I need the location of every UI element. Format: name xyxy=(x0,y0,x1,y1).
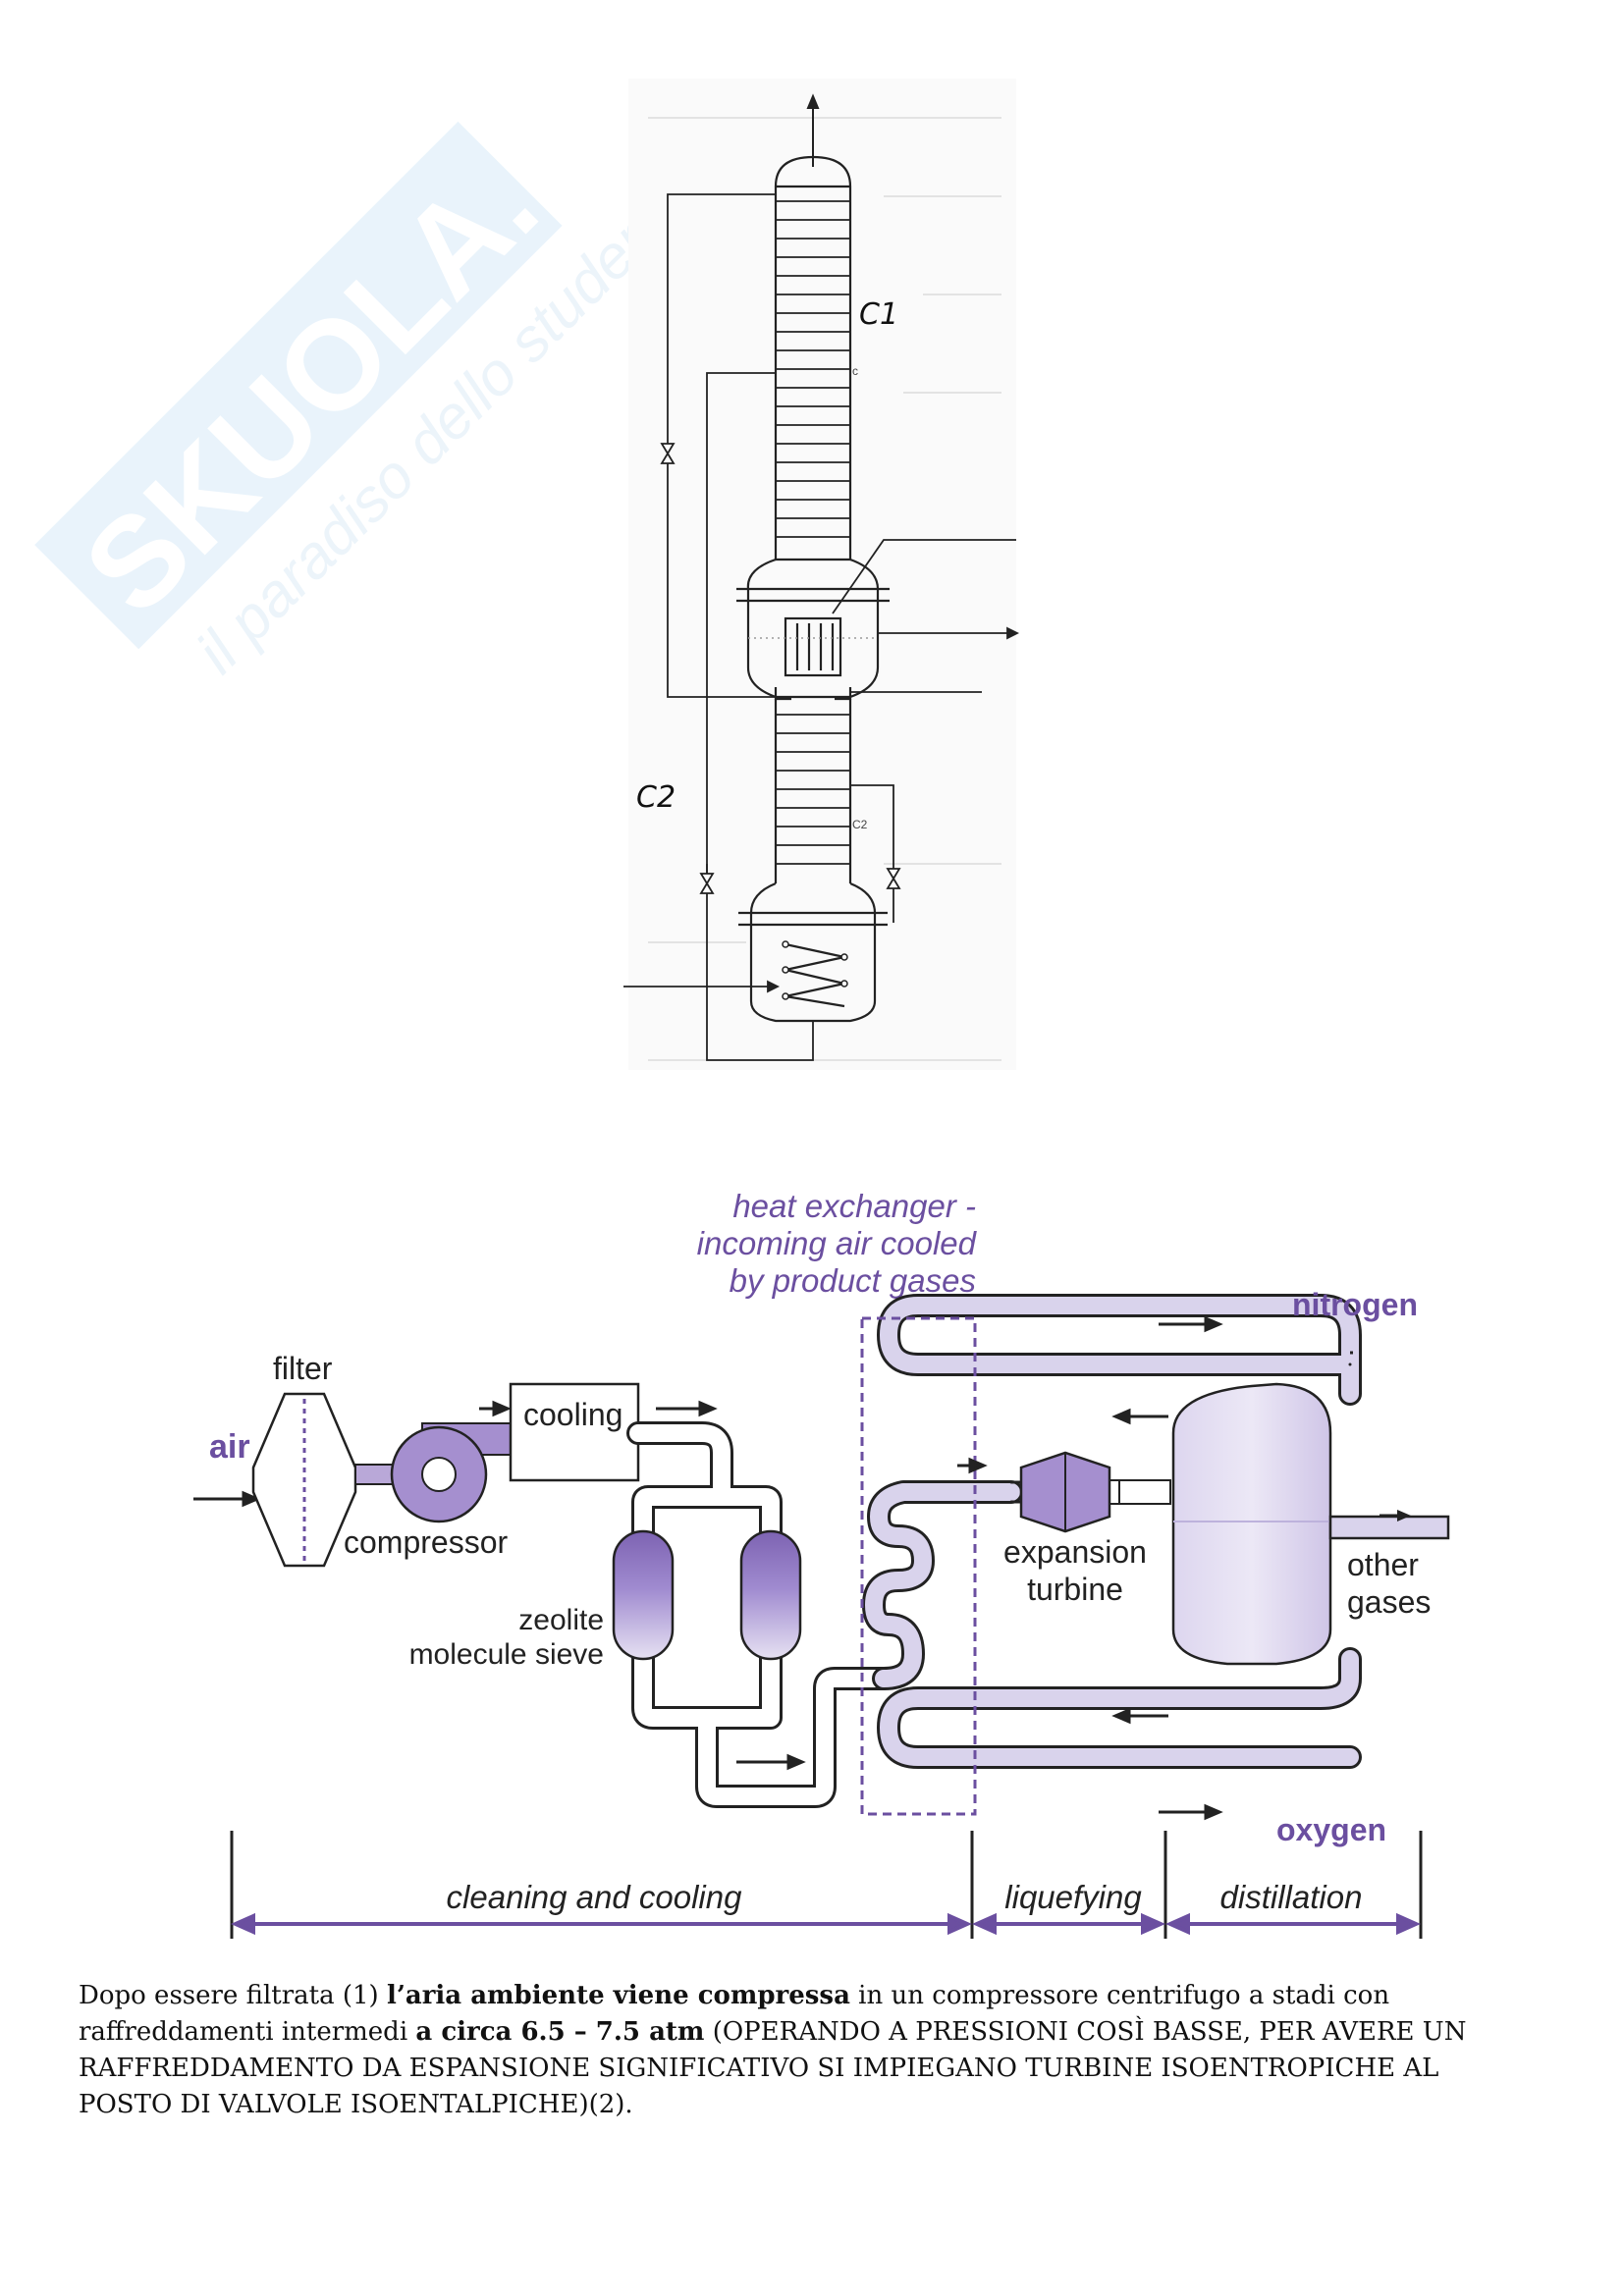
expansion-turbine xyxy=(1019,1451,1171,1533)
label-c-small: c xyxy=(852,364,858,378)
air-inlet-arrow xyxy=(193,1490,261,1508)
para-text-1: Dopo essere filtrata (1) xyxy=(79,1981,387,2010)
para-bold-1: l’aria ambiente viene compressa xyxy=(386,1981,850,2010)
compressor-label: compressor xyxy=(344,1524,509,1560)
distillation-vessel xyxy=(1171,1382,1332,1666)
zeolite-sieve-left xyxy=(612,1529,675,1661)
nitrogen-return-arrow xyxy=(1111,1408,1168,1425)
distillation-column-figure: C1 C2 c C2 xyxy=(623,79,1020,1070)
stage-distillation: distillation xyxy=(1220,1879,1363,1915)
svg-text:zeolite: zeolite xyxy=(518,1604,604,1636)
svg-text:incoming air cooled: incoming air cooled xyxy=(697,1225,978,1261)
air-label: air xyxy=(209,1428,250,1466)
stage-bar-purple xyxy=(231,1912,1421,1936)
oxygen-label: oxygen xyxy=(1276,1812,1386,1847)
svg-text:turbine: turbine xyxy=(1027,1572,1123,1607)
arrow-to-turbine xyxy=(957,1457,988,1474)
para-text-3: (OPERANDO A PRESSIONI COSÌ BASSE, PER AV… xyxy=(79,2017,1467,2119)
arrow-to-cooling xyxy=(479,1400,512,1417)
label-c2-small: C2 xyxy=(852,818,868,831)
process-pipes xyxy=(626,1294,1362,1808)
filter-unit xyxy=(251,1392,357,1568)
watermark: SKUOLA.net il paradiso dello studente xyxy=(34,0,708,686)
zeolite-sieve-right xyxy=(739,1529,802,1661)
label-c2: C2 xyxy=(636,780,676,815)
nitrogen-label: nitrogen xyxy=(1292,1287,1418,1322)
arrow-from-cooling xyxy=(656,1400,718,1417)
heat-exchanger-box xyxy=(860,1316,977,1816)
para-text-2: in un compressore centrifugo a stadi con… xyxy=(79,1981,1390,2047)
cooling-label: cooling xyxy=(523,1397,622,1432)
oxygen-return-arrow xyxy=(1111,1707,1168,1725)
heat-exchanger-label: heat exchanger - incoming air cooled by … xyxy=(697,1188,978,1299)
other-gases-label: other gases xyxy=(1347,1547,1431,1620)
stage-bar xyxy=(230,1831,1423,1939)
zeolite-label: zeolite molecule sieve xyxy=(409,1604,604,1671)
stage-cleaning-cooling: cleaning and cooling xyxy=(447,1879,743,1915)
svg-text:other: other xyxy=(1347,1547,1419,1582)
nitrogen-outlet-arrow xyxy=(1159,1315,1223,1333)
para-bold-2: a circa 6.5 – 7.5 atm xyxy=(415,2017,705,2047)
cooling-unit xyxy=(509,1382,640,1482)
arrow-to-heat-exchanger xyxy=(736,1753,806,1771)
svg-text:gases: gases xyxy=(1347,1584,1431,1620)
filter-label: filter xyxy=(273,1351,333,1386)
oxygen-outlet-arrow xyxy=(1159,1803,1223,1821)
air-separation-process-figure: heat exchanger - incoming air cooled by … xyxy=(193,1188,1450,1939)
other-gases-outlet xyxy=(1328,1510,1450,1540)
svg-text:expansion: expansion xyxy=(1003,1534,1147,1570)
label-c1: C1 xyxy=(859,297,898,332)
body-paragraph: Dopo essere filtrata (1) l’aria ambiente… xyxy=(79,1978,1532,2123)
svg-text:molecule sieve: molecule sieve xyxy=(409,1638,604,1671)
compressor-unit xyxy=(390,1422,512,1523)
turbine-label: expansion turbine xyxy=(1003,1534,1147,1607)
stage-liquefying: liquefying xyxy=(1004,1879,1142,1915)
svg-text:heat exchanger -: heat exchanger - xyxy=(732,1188,976,1224)
svg-text:by product gases: by product gases xyxy=(730,1262,976,1299)
